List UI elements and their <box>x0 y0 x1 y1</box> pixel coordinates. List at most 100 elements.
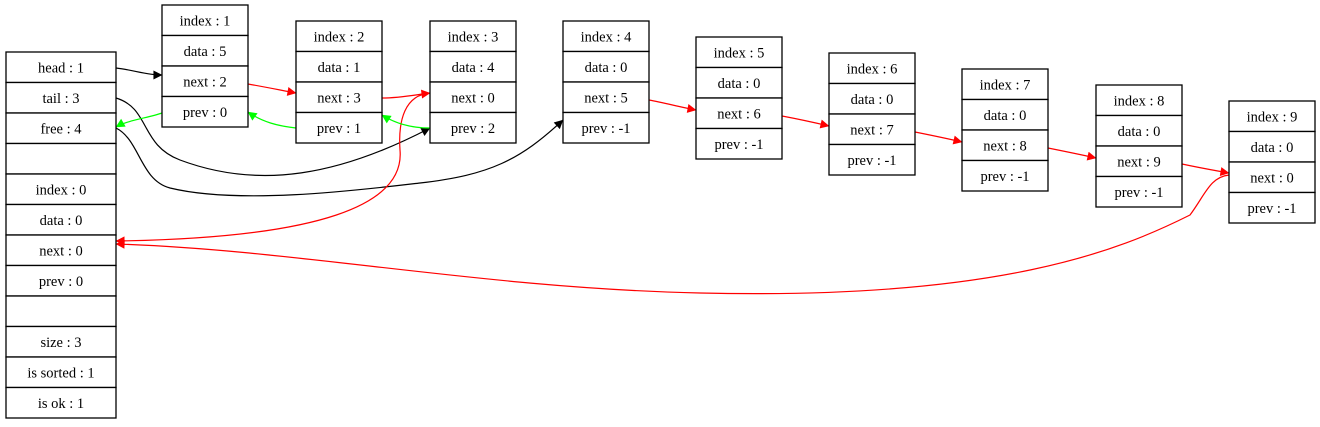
cell-box <box>828 143 916 176</box>
cell-label: next : 0 <box>1250 170 1294 186</box>
cell-label: prev : 0 <box>183 105 227 121</box>
cell-label: index : 3 <box>448 29 499 45</box>
cell-box <box>5 112 117 145</box>
cell-box <box>695 36 783 69</box>
cell-label: index : 6 <box>847 61 898 77</box>
cell-box <box>695 97 783 130</box>
cell-label: next : 2 <box>183 74 227 90</box>
edge-tail-to-node-3 <box>115 97 431 177</box>
cell-label: index : 7 <box>980 77 1031 93</box>
cell-label: is ok : 1 <box>38 396 84 412</box>
node-4: index : 4 data : 0 next : 5 prev : -1 <box>562 20 650 144</box>
cell-box <box>161 65 249 98</box>
cell-box <box>562 111 650 144</box>
cell-label: next : 9 <box>1117 154 1161 170</box>
cell-label: next : 3 <box>317 90 361 106</box>
cell-box <box>295 20 383 53</box>
cell-label: prev : 2 <box>451 121 495 137</box>
cell-label: prev : 0 <box>39 274 83 290</box>
cell-label: prev : 1 <box>317 121 361 137</box>
cell-box <box>429 81 517 114</box>
node-7: index : 7 data : 0 next : 8 prev : -1 <box>961 68 1049 192</box>
cell-label: size : 3 <box>40 335 81 351</box>
cell-label: data : 0 <box>718 76 761 92</box>
cell-label: prev : -1 <box>1114 185 1163 201</box>
cell-box <box>1228 161 1316 194</box>
edge-node-5-next <box>781 115 830 129</box>
cell-label: data : 4 <box>452 60 495 76</box>
cell-box <box>5 173 117 206</box>
edge-node-3-next <box>115 92 431 246</box>
cell-box <box>5 203 117 236</box>
cell-label: index : 2 <box>314 29 365 45</box>
cell-box <box>5 234 117 267</box>
cell-label: data : 0 <box>1251 140 1294 156</box>
edge-node-1-prev <box>115 112 163 128</box>
cell-label: free : 4 <box>40 121 82 137</box>
cell-box <box>828 52 916 85</box>
cell-label: prev : -1 <box>847 153 896 169</box>
cell-box <box>961 159 1049 192</box>
edge-node-6-next <box>914 131 963 145</box>
cell-label: next : 0 <box>39 243 83 259</box>
cell-box <box>295 111 383 144</box>
cell-box <box>695 127 783 160</box>
edge-free-to-node-4 <box>115 119 564 197</box>
cell-label: is sorted : 1 <box>27 365 94 381</box>
cell-box <box>5 51 117 84</box>
cell-label: index : 9 <box>1247 109 1298 125</box>
cell-box <box>5 295 117 328</box>
node-1: index : 1 data : 5 next : 2 prev : 0 <box>161 4 249 128</box>
cell-box <box>429 111 517 144</box>
cell-box <box>5 142 117 175</box>
cell-box <box>5 386 117 419</box>
edge-node-9-next <box>115 174 1230 295</box>
cell-box <box>5 325 117 358</box>
cell-label: next : 8 <box>983 138 1027 154</box>
cell-label: next : 5 <box>584 90 628 106</box>
node-8: index : 8 data : 0 next : 9 prev : -1 <box>1095 84 1183 208</box>
cell-label: data : 5 <box>184 44 227 60</box>
cell-label: next : 7 <box>850 122 894 138</box>
cell-label: index : 5 <box>714 45 765 61</box>
cell-box <box>161 4 249 37</box>
node-2: index : 2 data : 1 next : 3 prev : 1 <box>295 20 383 144</box>
cell-label: prev : -1 <box>980 169 1029 185</box>
cell-box <box>1228 191 1316 224</box>
cell-box <box>1095 84 1183 117</box>
cell-label: tail : 3 <box>42 91 79 107</box>
cell-box <box>429 20 517 53</box>
cell-box <box>695 66 783 99</box>
cell-label: head : 1 <box>38 60 84 76</box>
edge-node-4-next <box>648 99 697 113</box>
cell-label: data : 0 <box>851 92 894 108</box>
cell-box <box>161 95 249 128</box>
cell-label: data : 0 <box>40 213 83 229</box>
edges <box>115 67 1230 295</box>
edge-node-3-prev <box>381 114 431 129</box>
cell-box <box>1095 114 1183 147</box>
cell-label: data : 0 <box>585 60 628 76</box>
edge-head-to-node-1 <box>115 67 163 80</box>
edge-node-7-next <box>1047 147 1097 161</box>
cell-label: data : 0 <box>1118 124 1161 140</box>
cell-box <box>429 50 517 83</box>
cell-box <box>1095 145 1183 178</box>
cell-box <box>5 264 117 297</box>
cell-label: index : 1 <box>180 13 231 29</box>
cell-label: data : 1 <box>318 60 361 76</box>
cell-label: prev : -1 <box>1247 201 1296 217</box>
cell-box <box>5 356 117 389</box>
cell-label: prev : -1 <box>581 121 630 137</box>
cell-label: index : 8 <box>1114 93 1165 109</box>
cell-box <box>1095 175 1183 208</box>
edge-node-1-next <box>247 83 297 96</box>
cell-box <box>295 81 383 114</box>
cell-box <box>1228 100 1316 133</box>
cell-label: data : 0 <box>984 108 1027 124</box>
cell-label: index : 4 <box>581 29 632 45</box>
cell-label: next : 6 <box>717 106 761 122</box>
